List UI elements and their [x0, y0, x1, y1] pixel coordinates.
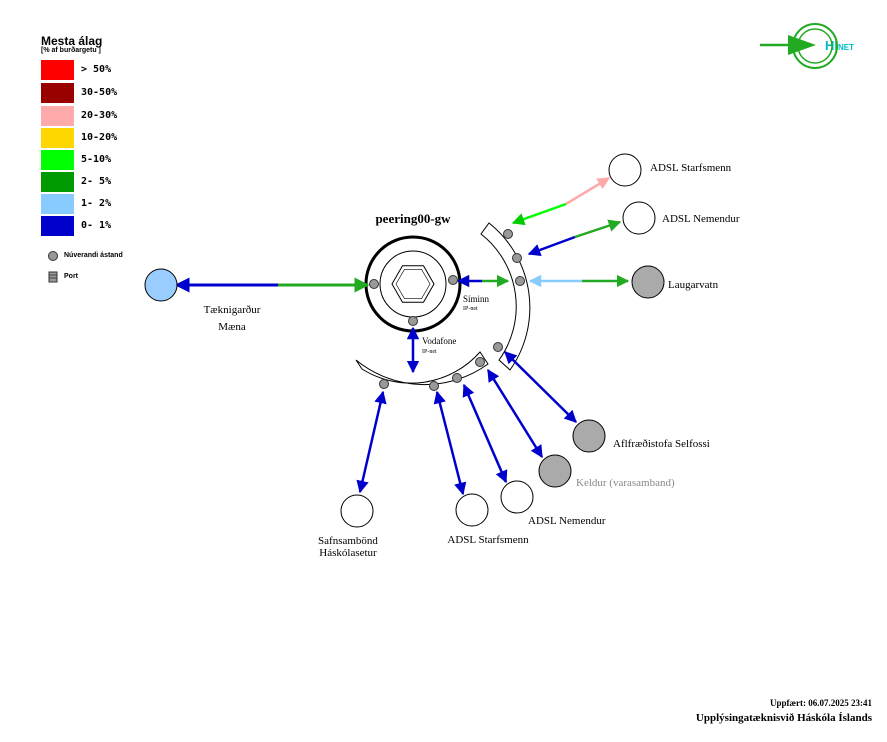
node-keldur[interactable] — [538, 454, 572, 488]
port-dot — [475, 357, 485, 367]
legend-subtitle: [% af burðargetu ] — [41, 47, 101, 54]
port-dot — [408, 316, 418, 326]
vodafone-ring — [355, 351, 489, 386]
legend-current-state-label: Núverandi ástand — [64, 252, 123, 259]
hinet-logo — [760, 23, 838, 69]
vodafone-label: Vodafone — [422, 336, 456, 346]
taeknigardur-label-line1: Tæknigarður — [204, 304, 261, 316]
adsl-nemendur-bottom-label: ADSL Nemendur — [528, 515, 606, 527]
node-aflfraedistofa[interactable] — [572, 419, 606, 453]
link-keldur[interactable] — [486, 368, 544, 459]
current-state-symbol — [48, 251, 58, 261]
legend-label: 10-20% — [81, 132, 118, 143]
legend-label: 0- 1% — [81, 220, 112, 231]
legend-label: 30-50% — [81, 87, 118, 98]
legend-item: 2- 5% — [41, 172, 146, 192]
node-adsl-starfsmenn-bottom[interactable] — [455, 493, 489, 527]
legend-label: 1- 2% — [81, 198, 112, 209]
legend-item: 10-20% — [41, 128, 146, 148]
port-dot — [503, 229, 513, 239]
port-dot — [379, 379, 389, 389]
aflfraedistofa-label: Aflfræðistofa Selfossi — [613, 438, 710, 450]
legend-swatch — [41, 216, 74, 236]
link-aflfraedistofa[interactable] — [504, 351, 577, 423]
node-adsl-nemendur-top[interactable] — [622, 201, 656, 235]
port-dot — [515, 276, 525, 286]
keldur-label: Keldur (varasamband) — [576, 477, 675, 489]
link-adsl-nemendur-top[interactable] — [527, 219, 622, 256]
legend-swatch — [41, 106, 74, 126]
legend-port-label: Port — [64, 273, 78, 280]
router-name: peering00-gw — [375, 211, 451, 226]
node-safnsambond[interactable] — [340, 494, 374, 528]
port-icon — [48, 271, 58, 283]
taeknigardur-label-line2: Mæna — [218, 321, 246, 333]
legend-label: 20-30% — [81, 110, 118, 121]
legend-item: 30-50% — [41, 83, 146, 103]
legend-swatch — [41, 128, 74, 148]
legend-item: 5-10% — [41, 150, 146, 170]
laugarvatn-label: Laugarvatn — [668, 279, 719, 291]
legend-swatch — [41, 60, 74, 80]
legend-label: 5-10% — [81, 154, 112, 165]
link-adsl-starfsmenn-bottom[interactable] — [433, 390, 467, 496]
vodafone-sub-label: IP-net — [422, 349, 437, 355]
link-adsl-nemendur-bottom[interactable] — [462, 383, 508, 484]
port-dots — [369, 229, 525, 391]
port-dot — [493, 342, 503, 352]
organization-name: Upplýsingatæknisvið Háskóla Íslands — [695, 712, 872, 724]
siminn-sub-label: IP-net — [463, 306, 478, 312]
router-hexagon-icon — [391, 265, 435, 303]
adsl-starfsmenn-top-label: ADSL Starfsmenn — [650, 162, 732, 174]
node-taeknigardur[interactable] — [144, 268, 178, 302]
port-dot — [429, 381, 439, 391]
legend-label: 2- 5% — [81, 176, 112, 187]
link-safnsambond[interactable] — [356, 390, 387, 494]
legend-item: 0- 1% — [41, 216, 146, 236]
port-dot — [452, 373, 462, 383]
siminn-label: Síminn — [463, 294, 490, 304]
link-adsl-starfsmenn-top[interactable] — [511, 176, 611, 226]
safnsambond-label-line1: Safnsambönd — [318, 535, 378, 547]
legend-item: 20-30% — [41, 106, 146, 126]
node-adsl-nemendur-bottom[interactable] — [500, 480, 534, 514]
legend-swatch — [41, 150, 74, 170]
last-updated: Uppfært: 06.07.2025 23:41 — [770, 698, 872, 708]
legend-label: > 50% — [81, 64, 112, 75]
port-dot — [369, 279, 379, 289]
legend-item: > 50% — [41, 60, 146, 80]
legend-swatch — [41, 83, 74, 103]
node-adsl-starfsmenn-top[interactable] — [608, 153, 642, 187]
safnsambond-label-line2: Háskólasetur — [319, 547, 377, 559]
legend-title: Mesta álag — [41, 34, 103, 48]
node-laugarvatn[interactable] — [631, 265, 665, 299]
port-dot — [512, 253, 522, 263]
legend-swatch — [41, 194, 74, 214]
adsl-nemendur-top-label: ADSL Nemendur — [662, 213, 740, 225]
port-dot — [448, 275, 458, 285]
legend-swatch — [41, 172, 74, 192]
adsl-starfsmenn-bottom-label: ADSL Starfsmenn — [447, 534, 529, 546]
legend-item: 1- 2% — [41, 194, 146, 214]
